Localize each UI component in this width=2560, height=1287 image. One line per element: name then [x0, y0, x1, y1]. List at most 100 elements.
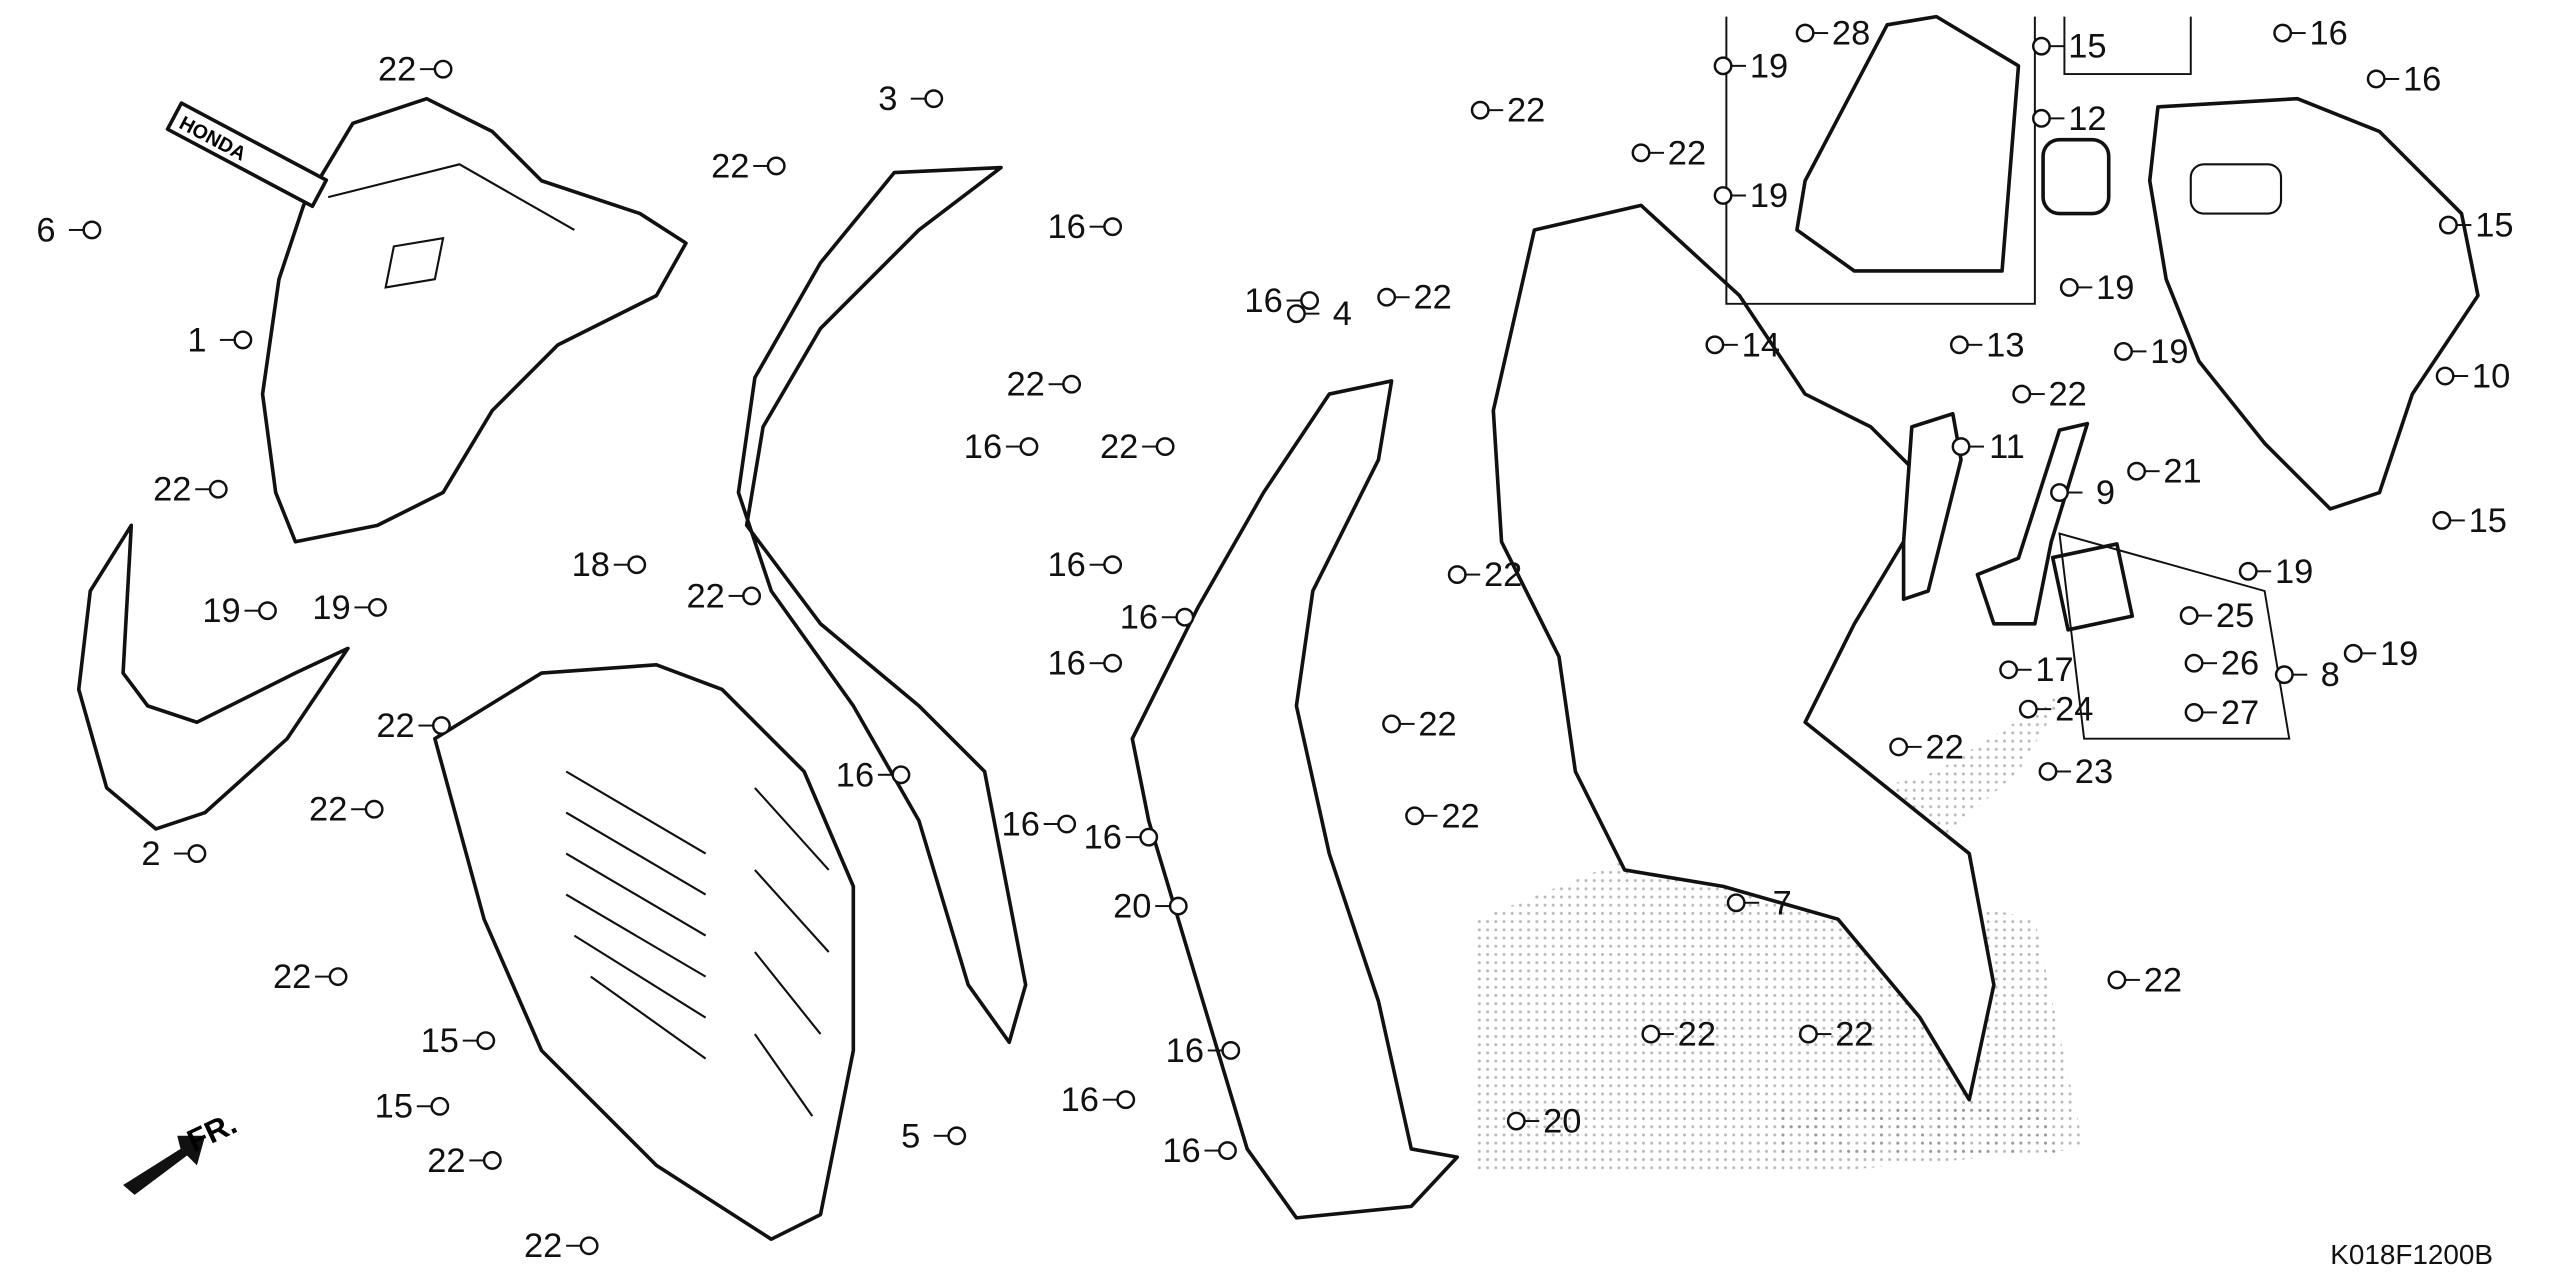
fastener-icon — [2050, 483, 2069, 502]
callout-16: 16 — [2403, 60, 2441, 98]
part-seal-11 — [1901, 411, 1963, 601]
callout-22: 22 — [1484, 556, 1522, 594]
callout-16: 16 — [1048, 546, 1086, 584]
callout-22: 22 — [1507, 92, 1545, 130]
callout-22: 22 — [711, 147, 749, 185]
fastener-icon — [2438, 215, 2458, 235]
fastener-icon — [1506, 1111, 1526, 1131]
callout-12: 12 — [2068, 100, 2106, 138]
callout-16: 16 — [1002, 806, 1040, 844]
callout-15: 15 — [375, 1088, 413, 1126]
part-pocket-lid-28 — [1795, 14, 2021, 273]
fastener-icon — [742, 586, 762, 606]
fastener-icon — [2432, 510, 2452, 530]
fastener-icon — [187, 844, 207, 863]
diagram-code: K018F1200B — [2330, 1239, 2493, 1270]
callout-9: 9 — [2096, 474, 2115, 512]
fastener-icon — [1155, 437, 1175, 457]
front-direction-arrow: FR. — [123, 1106, 242, 1195]
fastener-icon — [2032, 36, 2051, 56]
callout-10: 10 — [2472, 358, 2510, 396]
callout-22: 22 — [1418, 705, 1456, 743]
part-leg-shield-5 — [433, 663, 856, 1241]
part-inner-panel-3 — [736, 165, 1028, 1045]
fastener-icon — [1641, 1024, 1661, 1044]
callout-26: 26 — [2221, 645, 2259, 683]
callout-23: 23 — [2075, 753, 2113, 791]
watermark-text: HONDA — [1772, 1086, 2061, 1174]
fastener-icon — [1300, 291, 1319, 310]
callout-22: 22 — [686, 577, 724, 615]
fastener-icon — [1377, 287, 1397, 307]
fastener-icon — [2435, 366, 2455, 386]
fastener-icon — [233, 330, 253, 350]
fastener-icon — [2114, 341, 2133, 361]
callout-22: 22 — [309, 791, 347, 829]
callout-3: 3 — [878, 80, 897, 118]
part-strip-9 — [1975, 421, 2090, 626]
fastener-icon — [1713, 186, 1733, 205]
fastener-icon — [2127, 461, 2147, 481]
fastener-icon — [367, 597, 387, 617]
callout-7: 7 — [1773, 884, 1792, 922]
fastener-icon — [1286, 304, 1306, 324]
fastener-icon — [1447, 565, 1467, 585]
fastener-icon — [1798, 1024, 1818, 1044]
fastener-icon — [431, 716, 451, 735]
callout-1: 1 — [187, 321, 206, 359]
fastener-icon — [1705, 335, 1725, 355]
fastener-icon — [208, 479, 228, 499]
callout-5: 5 — [901, 1117, 920, 1155]
callout-15: 15 — [2068, 28, 2106, 66]
callout-11: 11 — [1989, 428, 2025, 466]
callout-21: 21 — [2163, 453, 2201, 491]
fastener-icon — [1057, 814, 1077, 834]
callout-22: 22 — [1835, 1016, 1873, 1054]
callout-19: 19 — [2150, 333, 2188, 371]
callout-4: 4 — [1333, 295, 1352, 333]
fastener-icon — [1116, 1090, 1136, 1110]
fastener-icon — [2273, 23, 2293, 43]
part-side-cover-4 — [1130, 379, 1460, 1220]
callout-16: 16 — [1120, 599, 1158, 637]
part-lock-8 — [2050, 542, 2135, 632]
fastener-icon — [1726, 893, 1746, 913]
callout-16: 16 — [1061, 1081, 1099, 1119]
fastener-icon — [2012, 384, 2032, 404]
callout-19: 19 — [1750, 47, 1788, 85]
fastener-icon — [1103, 653, 1123, 673]
callout-17: 17 — [2035, 651, 2073, 689]
fastener-icon — [924, 89, 944, 109]
fastener-icon — [2032, 108, 2051, 128]
fastener-icon — [1951, 437, 1971, 457]
callout-16: 16 — [1162, 1132, 1200, 1170]
fastener-icon — [328, 967, 348, 987]
callout-22: 22 — [153, 471, 191, 509]
fastener-icon — [430, 1096, 450, 1116]
callout-20: 20 — [1113, 888, 1151, 926]
callout-16: 16 — [2309, 15, 2347, 53]
callout-15: 15 — [421, 1022, 459, 1060]
fastener-icon — [2018, 699, 2038, 719]
fastener-icon — [1949, 335, 1969, 355]
fastener-icon — [482, 1150, 502, 1170]
fastener-icon — [2179, 606, 2199, 626]
fastener-icon — [1795, 23, 1815, 43]
fastener-icon — [1889, 737, 1909, 757]
fastener-icon — [258, 601, 277, 621]
part-inner-rack-7 — [1491, 203, 1996, 1102]
callout-22: 22 — [378, 51, 416, 89]
fastener-icon — [2343, 643, 2363, 663]
fastener-icon — [2366, 69, 2386, 89]
callout-16: 16 — [1084, 819, 1122, 857]
fastener-icon — [2238, 561, 2258, 581]
callout-13: 13 — [1986, 326, 2024, 364]
fastener-icon — [476, 1031, 496, 1051]
callout-16: 16 — [1166, 1032, 1204, 1070]
fastener-icon — [1175, 607, 1195, 627]
callout-22: 22 — [1668, 134, 1706, 172]
callout-22: 22 — [273, 958, 311, 996]
callout-19: 19 — [1750, 177, 1788, 215]
